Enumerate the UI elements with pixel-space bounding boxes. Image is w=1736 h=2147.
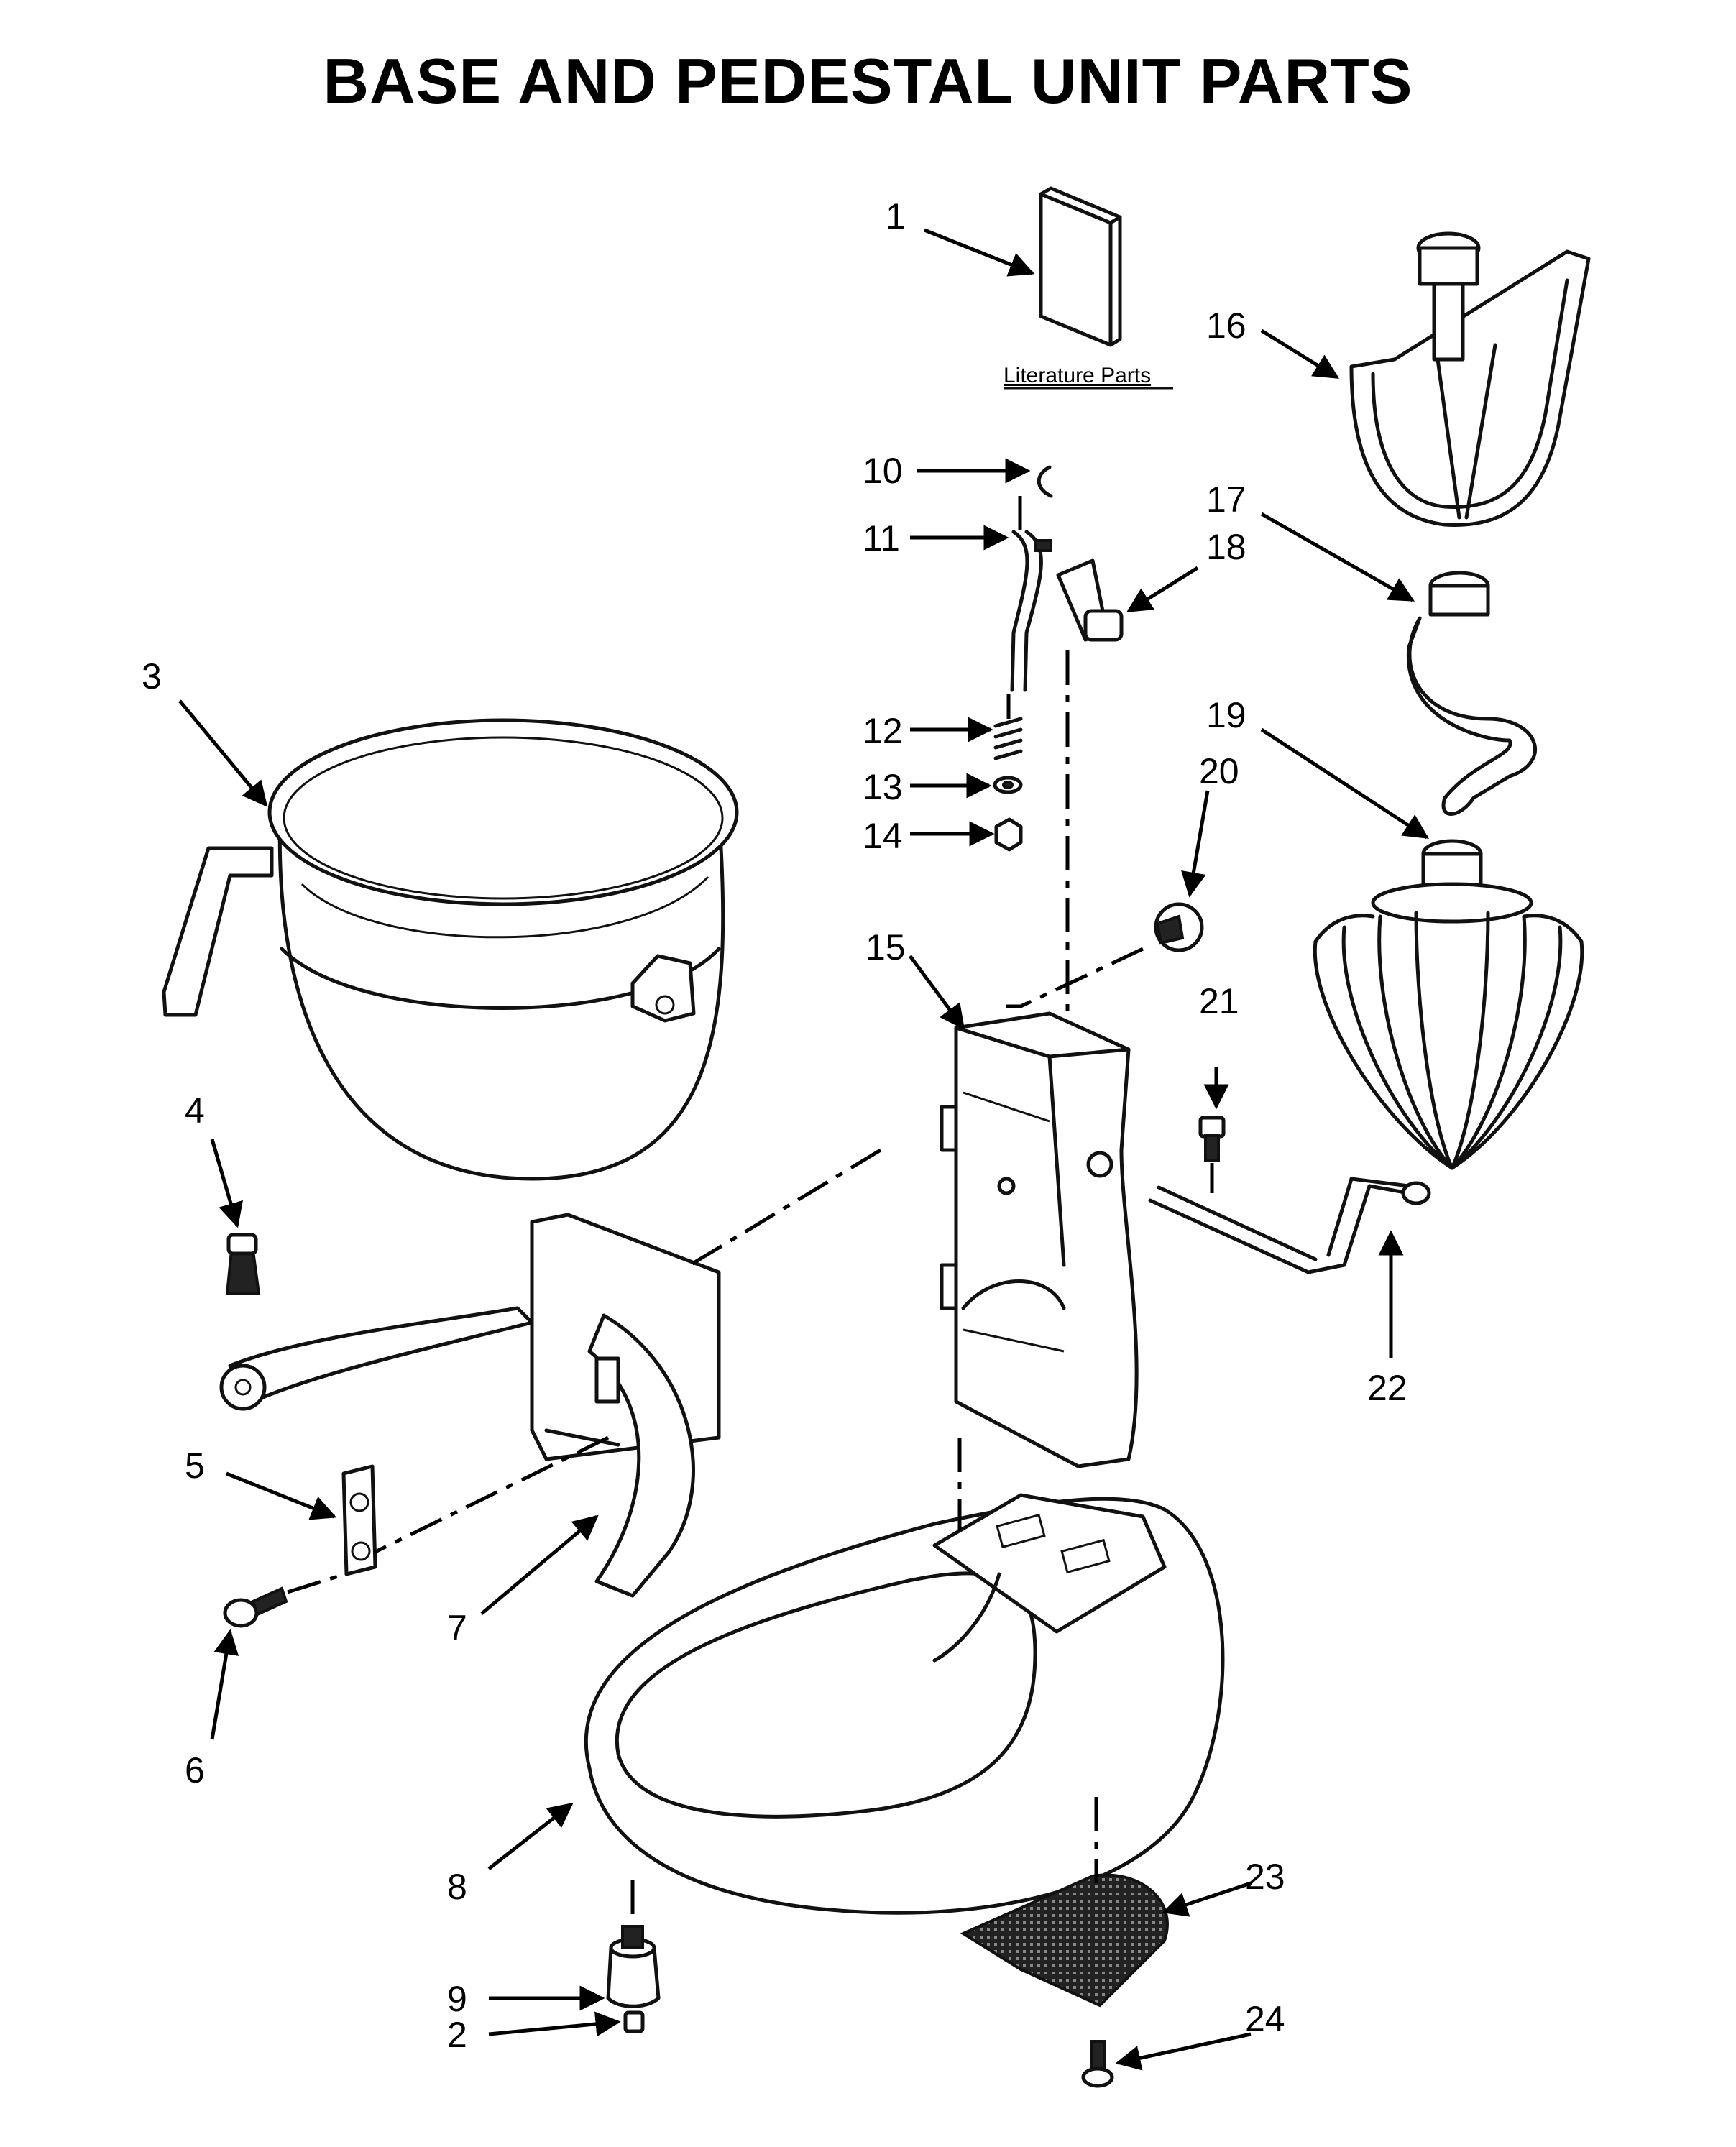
leader-arrows	[178, 228, 1429, 2071]
callout-4: 4	[185, 1090, 205, 1131]
callout-17: 17	[1206, 479, 1246, 520]
callout-19: 19	[1206, 695, 1246, 735]
callout-9: 9	[447, 1979, 467, 2019]
callout-5: 5	[185, 1445, 205, 1486]
callout-6: 6	[185, 1750, 205, 1790]
callout-14: 14	[863, 816, 903, 856]
part-6-screw	[223, 1586, 288, 1628]
callout-22: 22	[1367, 1368, 1407, 1408]
part-10-clip	[1037, 465, 1053, 498]
callout-18: 18	[1206, 527, 1246, 567]
callout-20: 20	[1199, 751, 1239, 791]
callout-2: 2	[447, 2015, 467, 2055]
callout-10: 10	[863, 451, 903, 491]
part-13-washer	[993, 776, 1023, 794]
callout-13: 13	[863, 767, 903, 807]
callout-16: 16	[1206, 305, 1246, 346]
literature-parts-label: Literature Parts	[1004, 364, 1151, 387]
part-17-dough-hook	[1406, 571, 1538, 816]
part-7-bowl-support	[219, 1213, 721, 1598]
callout-23: 23	[1245, 1857, 1285, 1897]
part-22-crank	[1148, 1177, 1431, 1274]
part-1-literature	[1039, 186, 1122, 347]
part-24-screw	[1081, 2040, 1114, 2088]
callout-15: 15	[865, 927, 906, 967]
part-9-foot	[606, 1925, 661, 2008]
part-18-latch	[1056, 558, 1124, 642]
callout-8: 8	[447, 1867, 467, 1907]
part-11-rod	[1010, 530, 1052, 692]
callout-1: 1	[886, 196, 906, 236]
callout-11: 11	[863, 518, 900, 558]
part-19-wire-whip	[1313, 839, 1584, 1170]
assembly-lines	[287, 496, 1214, 1919]
part-23-foot-pad	[960, 1873, 1169, 2008]
callout-21: 21	[1199, 981, 1239, 1021]
part-4-pin	[225, 1233, 261, 1295]
callout-12: 12	[863, 711, 903, 751]
part-12-spring	[993, 717, 1023, 760]
callout-24: 24	[1245, 1999, 1285, 2039]
part-2-plug	[623, 2010, 645, 2033]
part-15-pedestal	[940, 1011, 1139, 1468]
part-5-bracket-plate	[341, 1464, 377, 1576]
part-21-screw	[1198, 1116, 1226, 1162]
part-14-nut	[994, 817, 1023, 852]
part-3-bowl	[162, 718, 739, 1181]
callout-numbers: 1 2 3 4 5 6 7 8 9 10 11 12 13 14 15 16 1…	[142, 196, 1407, 2055]
part-16-flat-beater	[1349, 231, 1591, 527]
part-8-base	[584, 1493, 1225, 1915]
page-title: BASE AND PEDESTAL UNIT PARTS	[323, 45, 1413, 116]
part-20-knob	[1154, 902, 1204, 952]
callout-7: 7	[447, 1608, 467, 1648]
callout-3: 3	[142, 656, 162, 696]
